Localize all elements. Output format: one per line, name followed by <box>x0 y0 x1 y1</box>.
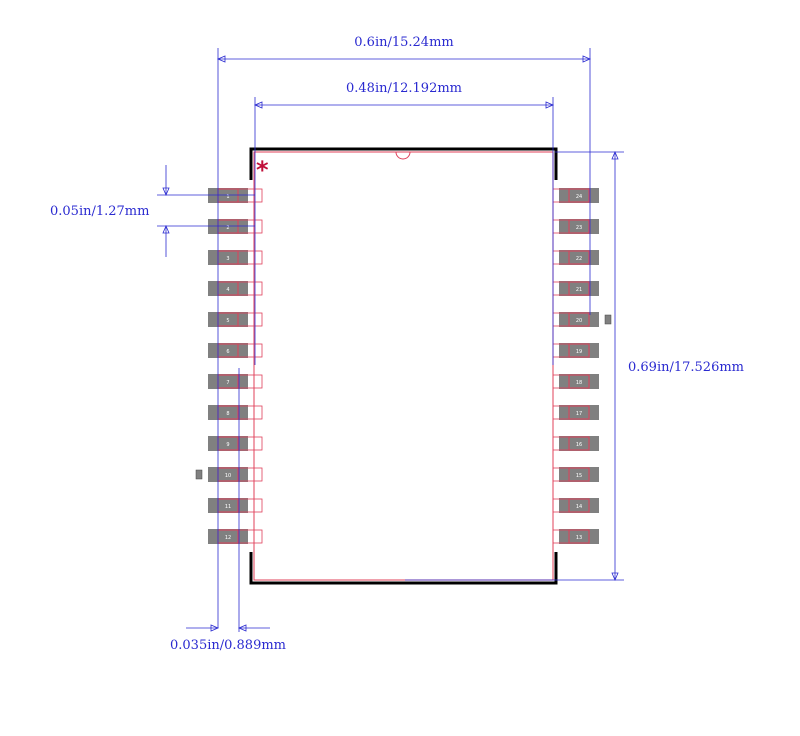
pad-label: 22 <box>576 256 582 262</box>
pad-label: 13 <box>576 535 582 541</box>
dim-pin-pitch: 0.05in/1.27mm <box>50 204 149 219</box>
dimension-lines <box>157 48 624 632</box>
dim-body-width: 0.48in/12.192mm <box>346 81 462 96</box>
pad-label: 16 <box>576 442 582 448</box>
pad-label: 8 <box>226 411 229 417</box>
pad-17: 17 <box>552 405 599 420</box>
pad-label: 3 <box>226 256 229 262</box>
pad-label: 17 <box>576 411 582 417</box>
pad-label: 23 <box>576 225 582 231</box>
pad-13: 13 <box>552 529 599 544</box>
silkscreen-outline <box>249 147 558 585</box>
pad-14: 14 <box>552 498 599 513</box>
pad-15: 15 <box>552 467 599 482</box>
pad-label: 14 <box>576 504 582 510</box>
pad-label: 6 <box>226 349 229 355</box>
pad-24: 24 <box>552 188 599 203</box>
pad-label: 7 <box>226 380 229 386</box>
pad-label: 10 <box>225 473 231 479</box>
pad-23: 23 <box>552 219 599 234</box>
pad-21: 21 <box>552 281 599 296</box>
pin1-notch <box>395 151 411 160</box>
pad-20: 20 <box>552 312 599 327</box>
pad-label: 20 <box>576 318 582 324</box>
pad-label: 4 <box>226 287 229 293</box>
pad-18: 18 <box>552 374 599 389</box>
pad-label: 11 <box>225 504 231 510</box>
pad-label: 24 <box>576 194 582 200</box>
pad-19: 19 <box>552 343 599 358</box>
pad-label: 5 <box>226 318 229 324</box>
pad-label: 2 <box>226 225 229 231</box>
dim-overall-width: 0.6in/15.24mm <box>354 35 453 50</box>
pad-label: 1 <box>226 194 229 200</box>
pin1-marker: * <box>256 156 269 184</box>
pad-label: 21 <box>576 287 582 293</box>
pad-label: 9 <box>226 442 229 448</box>
fiducial-right <box>604 314 612 325</box>
pad-label: 15 <box>576 473 582 479</box>
pad-22: 22 <box>552 250 599 265</box>
pad-label: 19 <box>576 349 582 355</box>
fiducial-left <box>195 469 203 480</box>
dim-body-height: 0.69in/17.526mm <box>628 360 744 375</box>
pad-16: 16 <box>552 436 599 451</box>
dim-pad-width: 0.035in/0.889mm <box>170 638 286 653</box>
pad-label: 12 <box>225 535 231 541</box>
pad-label: 18 <box>576 380 582 386</box>
body-outline <box>253 151 554 581</box>
pads-right: 24 23 22 21 20 19 18 17 16 15 14 13 <box>552 188 599 544</box>
